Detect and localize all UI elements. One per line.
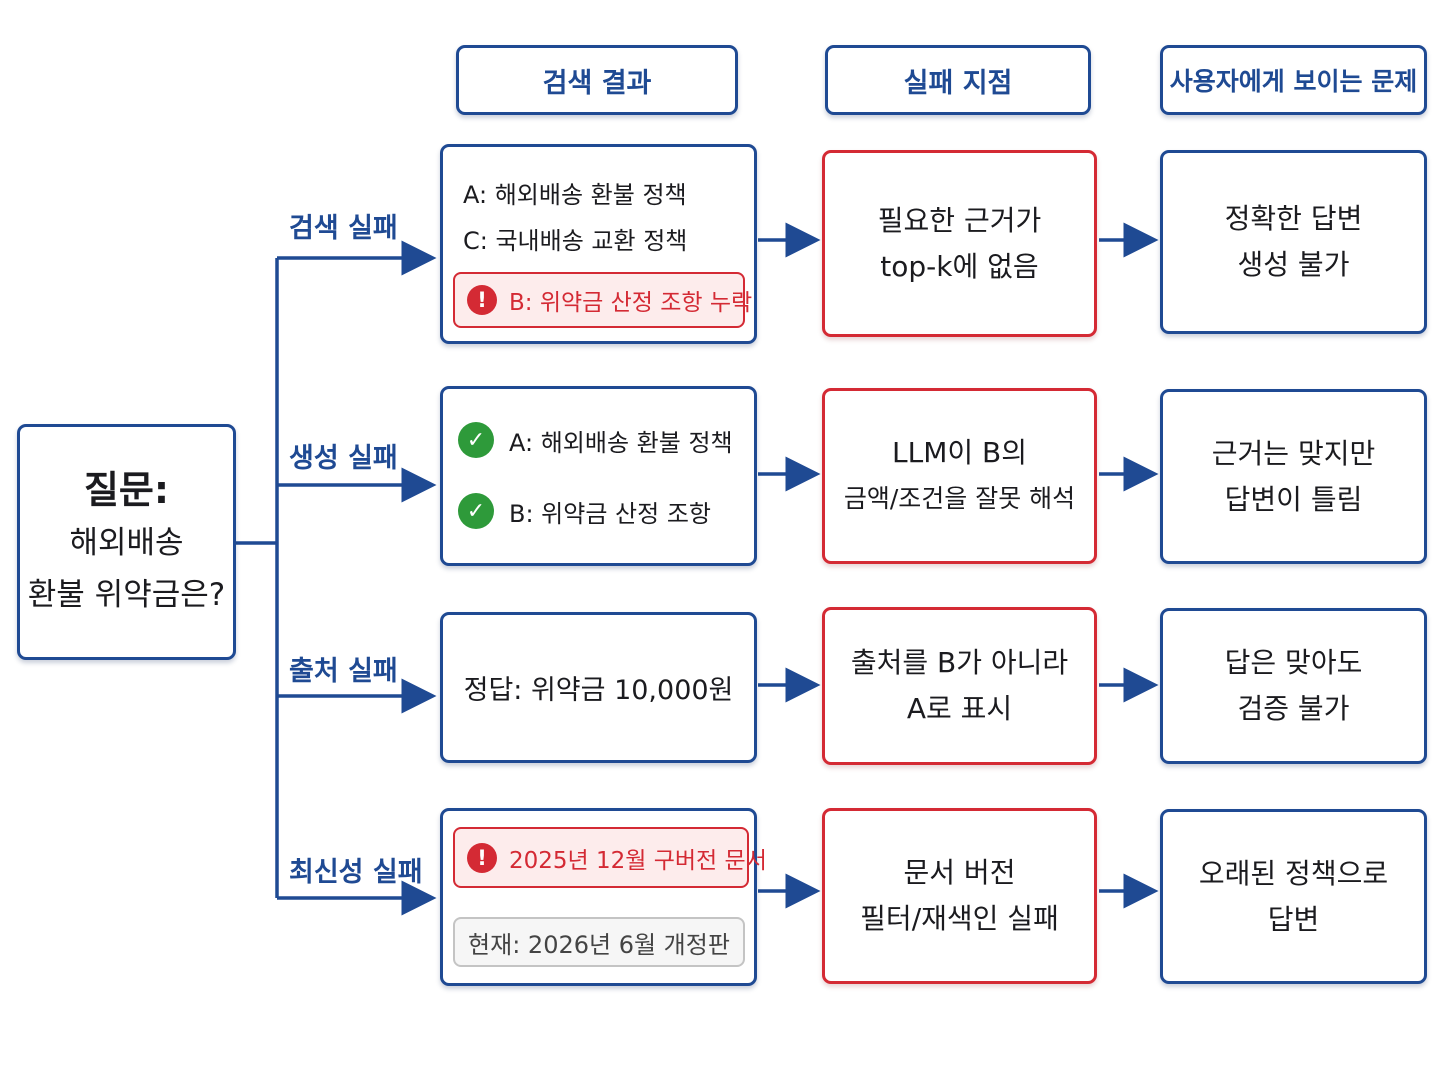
row-label-freshness-failure: 최신성 실패: [289, 857, 423, 888]
row-label-citation-failure: 출처 실패: [289, 656, 398, 687]
search-result-box-4: ! 2025년 12월 구버전 문서 현재: 2026년 6월 개정판: [440, 808, 767, 986]
failure-text-line: top-k에 없음: [880, 249, 1039, 283]
current-version-tag: 현재: 2026년 6월 개정판: [453, 917, 745, 967]
header-failure-point-label: 실패 지점: [903, 67, 1013, 99]
failure-text-line: 필터/재색인 실패: [860, 902, 1059, 935]
problem-box-3: 답은 맞아도 검증 불가: [1160, 608, 1427, 764]
result-item-b: B: 위약금 산정 조항: [509, 500, 711, 528]
problem-box-2: 근거는 맞지만 답변이 틀림: [1160, 389, 1427, 564]
problem-box-1: 정확한 답변 생성 불가: [1160, 150, 1427, 334]
failure-box-1: 필요한 근거가 top-k에 없음: [822, 150, 1097, 337]
failure-text-line: 출처를 B가 아니라: [850, 646, 1069, 679]
result-item-a: A: 해외배송 환불 정책: [463, 181, 687, 209]
problem-text-line: 답변: [1267, 902, 1320, 936]
header-user-problem: 사용자에게 보이는 문제: [1160, 45, 1427, 115]
header-user-problem-label: 사용자에게 보이는 문제: [1169, 67, 1418, 96]
search-result-box-2: ✓ A: 해외배송 환불 정책 ✓ B: 위약금 산정 조항: [440, 386, 757, 566]
failure-text-line: 금액/조건을 잘못 해석: [843, 484, 1076, 513]
failure-box-3: 출처를 B가 아니라 A로 표시: [822, 607, 1097, 765]
failure-box-4: 문서 버전 필터/재색인 실패: [822, 808, 1097, 984]
failure-text-line: 문서 버전: [903, 856, 1016, 889]
problem-text-line: 답변이 틀림: [1224, 482, 1363, 516]
missing-clause-alert: ! B: 위약금 산정 조항 누락: [453, 272, 752, 328]
outdated-doc-alert-text: 2025년 12월 구버전 문서: [509, 847, 767, 874]
problem-box-4: 오래된 정책으로 답변: [1160, 809, 1427, 984]
header-search-results: 검색 결과: [456, 45, 738, 115]
result-item-c: C: 국내배송 교환 정책: [463, 227, 688, 255]
problem-text-line: 답은 맞아도: [1224, 646, 1363, 679]
row-label-search-failure: 검색 실패: [289, 213, 398, 244]
failure-text-line: 필요한 근거가: [877, 203, 1042, 237]
problem-text-line: 검증 불가: [1237, 692, 1350, 725]
problem-text-line: 오래된 정책으로: [1198, 856, 1389, 890]
missing-clause-alert-text: B: 위약금 산정 조항 누락: [509, 290, 753, 316]
problem-text-line: 생성 불가: [1237, 248, 1350, 281]
result-item-a: A: 해외배송 환불 정책: [509, 429, 733, 457]
problem-text-line: 정확한 답변: [1224, 202, 1363, 235]
question-line-2: 환불 위약금은?: [27, 577, 226, 613]
header-search-results-label: 검색 결과: [542, 67, 652, 99]
question-box: 질문: 해외배송 환불 위약금은?: [17, 424, 236, 660]
correct-answer-text: 정답: 위약금 10,000원: [463, 675, 734, 706]
search-result-box-3: 정답: 위약금 10,000원: [440, 612, 757, 763]
exclamation-icon: !: [467, 285, 497, 315]
header-failure-point: 실패 지점: [825, 45, 1091, 115]
failure-text-line: LLM이 B의: [892, 436, 1027, 469]
check-icon: ✓: [458, 493, 494, 529]
failure-box-2: LLM이 B의 금액/조건을 잘못 해석: [822, 388, 1097, 564]
search-result-box-1: A: 해외배송 환불 정책 C: 국내배송 교환 정책 ! B: 위약금 산정 …: [440, 144, 757, 344]
question-line-1: 해외배송: [69, 525, 184, 561]
check-icon: ✓: [458, 422, 494, 458]
failure-text-line: A로 표시: [906, 692, 1013, 725]
row-label-generation-failure: 생성 실패: [289, 443, 398, 474]
exclamation-icon: !: [467, 842, 497, 873]
question-label: 질문:: [83, 468, 170, 512]
problem-text-line: 근거는 맞지만: [1211, 436, 1376, 470]
outdated-doc-alert: ! 2025년 12월 구버전 문서: [453, 827, 767, 888]
